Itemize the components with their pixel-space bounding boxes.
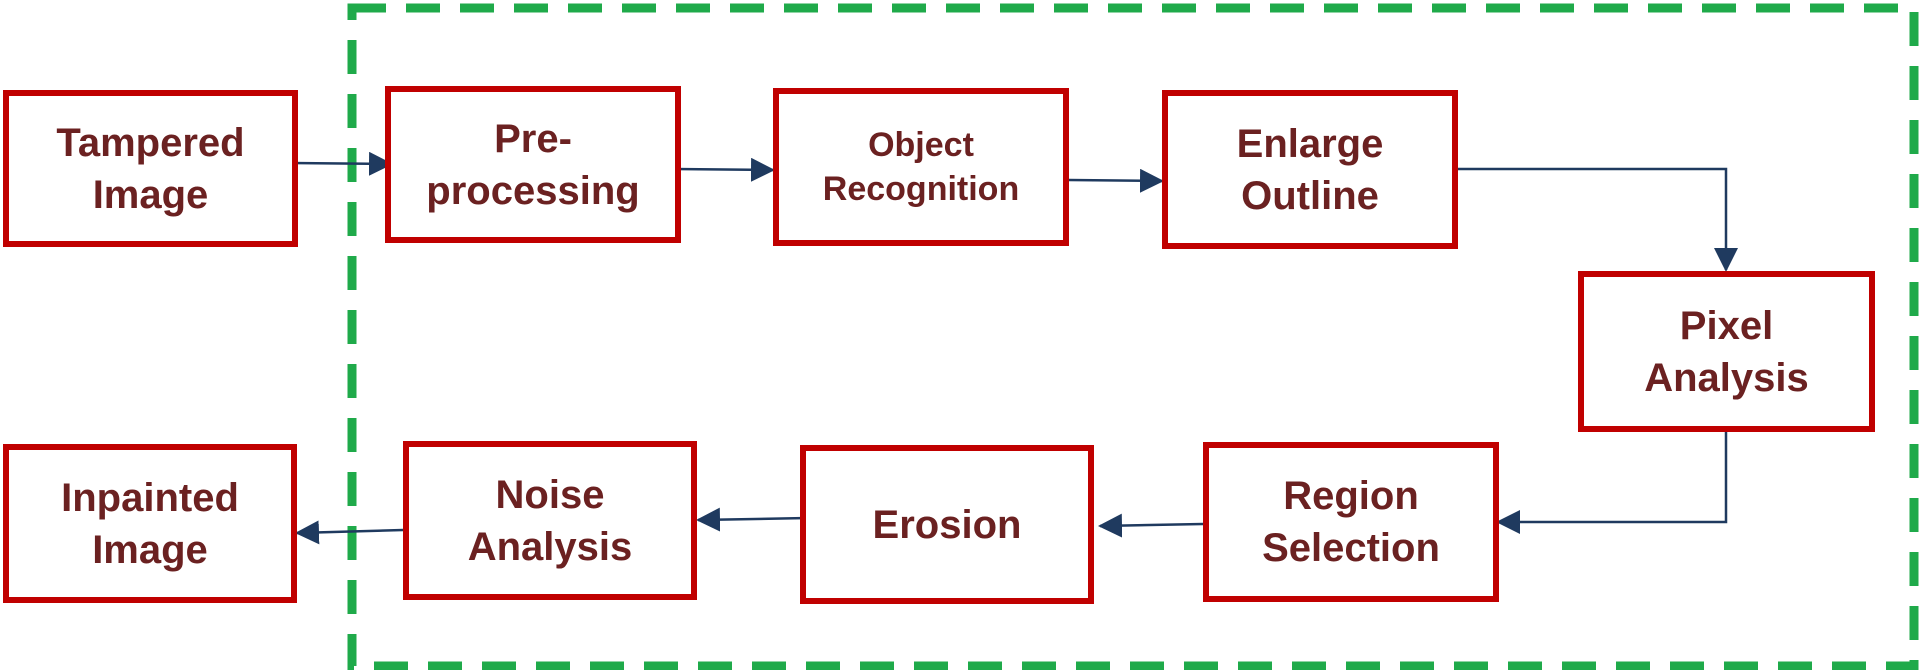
- arrow-preprocessing-to-object-recognition: [673, 157, 775, 182]
- node-label: Tampered Image: [56, 117, 244, 221]
- node-label-line: Region: [1283, 474, 1419, 518]
- node-label-line: Image: [92, 172, 209, 217]
- node-pre-processing: Pre- processing: [385, 86, 681, 243]
- node-label: Region Selection: [1262, 470, 1440, 574]
- node-label-line: Analysis: [1644, 355, 1809, 400]
- node-erosion: Erosion: [800, 445, 1094, 604]
- processing-boundary-frame: [347, 3, 1919, 670]
- arrow-pixel-analysis-to-region-selection: [1496, 432, 1728, 534]
- node-label-line: Enlarge: [1236, 121, 1384, 166]
- node-label-line: Object: [868, 125, 974, 164]
- node-label-line: Pixel: [1679, 303, 1774, 348]
- node-label: Pixel Analysis: [1644, 300, 1809, 404]
- node-tampered-image: Tampered Image: [3, 90, 298, 247]
- node-label: Erosion: [873, 499, 1022, 551]
- arrow-erosion-to-noise-analysis: [696, 507, 809, 532]
- node-label-line: Noise: [495, 472, 605, 517]
- node-label-line: Inpainted: [61, 475, 239, 520]
- node-label-line: Recognition: [822, 170, 1020, 208]
- node-label-line: Image: [92, 527, 208, 572]
- arrow-enlarge-outline-to-pixel-analysis: [1458, 167, 1738, 272]
- arrow-object-recognition-to-enlarge-outline: [1068, 168, 1164, 193]
- node-object-recognition: Object Recognition: [773, 88, 1069, 246]
- node-label: Enlarge Outline: [1237, 118, 1384, 222]
- arrows: [289, 151, 1738, 545]
- node-label-line: Erosion: [872, 502, 1022, 547]
- node-label-line: Tampered: [56, 120, 245, 165]
- node-pixel-analysis: Pixel Analysis: [1578, 271, 1875, 432]
- node-label: Pre- processing: [426, 113, 639, 217]
- node-label-line: Pre-: [494, 116, 572, 161]
- node-noise-analysis: Noise Analysis: [403, 441, 697, 600]
- node-label-line: processing: [426, 168, 640, 213]
- node-inpainted-image: Inpainted Image: [3, 444, 297, 603]
- node-label-line: Selection: [1262, 526, 1440, 570]
- node-label: Object Recognition: [823, 123, 1019, 211]
- node-label-line: Analysis: [467, 524, 633, 569]
- node-label-line: Outline: [1241, 173, 1379, 218]
- arrow-tampered-to-preprocessing: [289, 151, 393, 176]
- node-label: Noise Analysis: [468, 469, 633, 573]
- node-label: Inpainted Image: [61, 472, 239, 576]
- node-enlarge-outline: Enlarge Outline: [1162, 90, 1458, 249]
- node-region-selection: Region Selection: [1203, 442, 1499, 602]
- arrow-noise-analysis-to-inpainted: [295, 520, 404, 545]
- arrow-region-selection-to-erosion: [1098, 513, 1204, 538]
